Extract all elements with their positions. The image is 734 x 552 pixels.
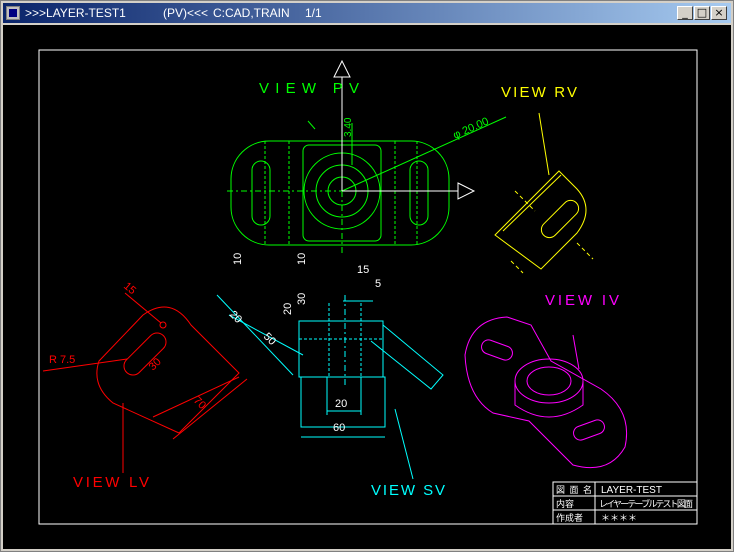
iv-boss-top	[514, 358, 584, 404]
window-title: >>>LAYER-TEST1	[25, 6, 126, 20]
drawing-canvas[interactable]: VIEW PV 3.40 φ 20.00 VIEW RV	[3, 25, 731, 549]
lv-radius-leader	[42, 358, 128, 372]
view-sv-label: VIEW SV	[371, 482, 445, 499]
sv-dim-diag	[216, 294, 294, 376]
rv-outline	[494, 170, 587, 270]
rv-centerline	[510, 260, 524, 274]
lv-dim-line	[124, 292, 162, 324]
current-view-label: (PV)<<<	[163, 6, 209, 20]
y-axis-arrow-icon	[333, 59, 351, 78]
cad-drawing[interactable]: VIEW PV 3.40 φ 20.00 VIEW RV	[3, 25, 731, 549]
dim-30-a: 30	[296, 293, 308, 305]
close-button[interactable]: ×	[711, 6, 727, 20]
x-axis-arrow-icon	[457, 182, 476, 200]
sheet-border	[38, 49, 698, 525]
dim-r7-5: R 7.5	[49, 354, 75, 366]
title-block	[552, 481, 698, 525]
title-block-value-content: レイヤーテーブルテスト図面	[599, 498, 693, 509]
maximize-button[interactable]: □	[694, 6, 710, 20]
page-indicator: 1/1	[305, 6, 322, 20]
title-block-label-content: 内容	[556, 498, 574, 509]
iv-boss-side	[514, 381, 584, 418]
title-block-value-author: ＊＊＊＊	[601, 513, 637, 523]
pv-label-leader	[307, 120, 316, 130]
dim-phi-20: φ 20.00	[451, 115, 490, 141]
minimize-button[interactable]: _	[677, 6, 693, 20]
lv-hole-mark	[159, 321, 167, 329]
pv-slot-right	[409, 160, 429, 226]
view-iv-label: VIEW IV	[545, 292, 619, 309]
sv-arm	[370, 324, 444, 390]
dim-30-lv: 30	[147, 356, 164, 373]
dim-10-b: 10	[296, 253, 308, 265]
pv-outline	[230, 140, 450, 246]
title-block-value-name: LAYER-TEST	[601, 485, 662, 496]
rv-label-leader	[538, 112, 550, 176]
title-bar[interactable]: >>>LAYER-TEST1 (PV)<<< C:CAD,TRAIN 1/1 _…	[3, 3, 731, 23]
dim-5: 5	[375, 278, 381, 290]
pv-slot-left	[251, 160, 271, 226]
sv-body	[298, 320, 384, 378]
file-path-label: C:CAD,TRAIN	[213, 6, 290, 20]
iv-label-leader	[572, 334, 580, 370]
lv-dim-line	[152, 376, 240, 418]
app-icon[interactable]	[6, 6, 20, 20]
dim-20-c: 20	[335, 398, 347, 410]
dim-70-lv: 70	[191, 395, 208, 412]
lv-outline	[96, 306, 240, 434]
dim-60: 60	[333, 422, 345, 434]
rv-centerline	[576, 242, 594, 260]
sv-base	[300, 376, 386, 428]
view-rv-label: VIEW RV	[501, 84, 577, 101]
dim-3-40: 3.40	[343, 117, 354, 137]
iv-slot-right	[573, 419, 605, 441]
title-block-label-author: 作成者	[556, 512, 583, 523]
iv-bore-top	[526, 366, 572, 396]
view-rv-group[interactable]	[494, 112, 594, 274]
view-iv-group[interactable]	[464, 316, 628, 469]
dim-15-top: 15	[357, 264, 369, 276]
iv-slot-left	[481, 339, 513, 361]
lv-dim-line	[172, 378, 248, 440]
view-lv-label: VIEW LV	[73, 474, 149, 491]
rv-inner-edge	[502, 174, 562, 232]
dim-20-a: 20	[282, 303, 294, 315]
view-pv-label: VIEW PV	[259, 80, 359, 97]
dim-20-b: 20	[227, 309, 244, 326]
iv-outline	[464, 316, 628, 469]
sv-label-leader	[394, 408, 414, 480]
title-block-frame	[552, 481, 698, 525]
sv-dim-diag	[228, 314, 304, 356]
rv-slot	[540, 199, 580, 239]
dim-10-a: 10	[232, 253, 244, 265]
view-sv-group[interactable]	[216, 294, 444, 480]
title-block-label-name: 図面名	[556, 484, 592, 495]
dim-15-lv: 15	[121, 280, 138, 297]
pv-dim-leader	[341, 116, 507, 192]
view-lv-group[interactable]	[42, 292, 248, 473]
view-pv-axes	[333, 59, 476, 200]
rv-centerline	[514, 190, 536, 212]
lv-slot	[123, 332, 167, 376]
